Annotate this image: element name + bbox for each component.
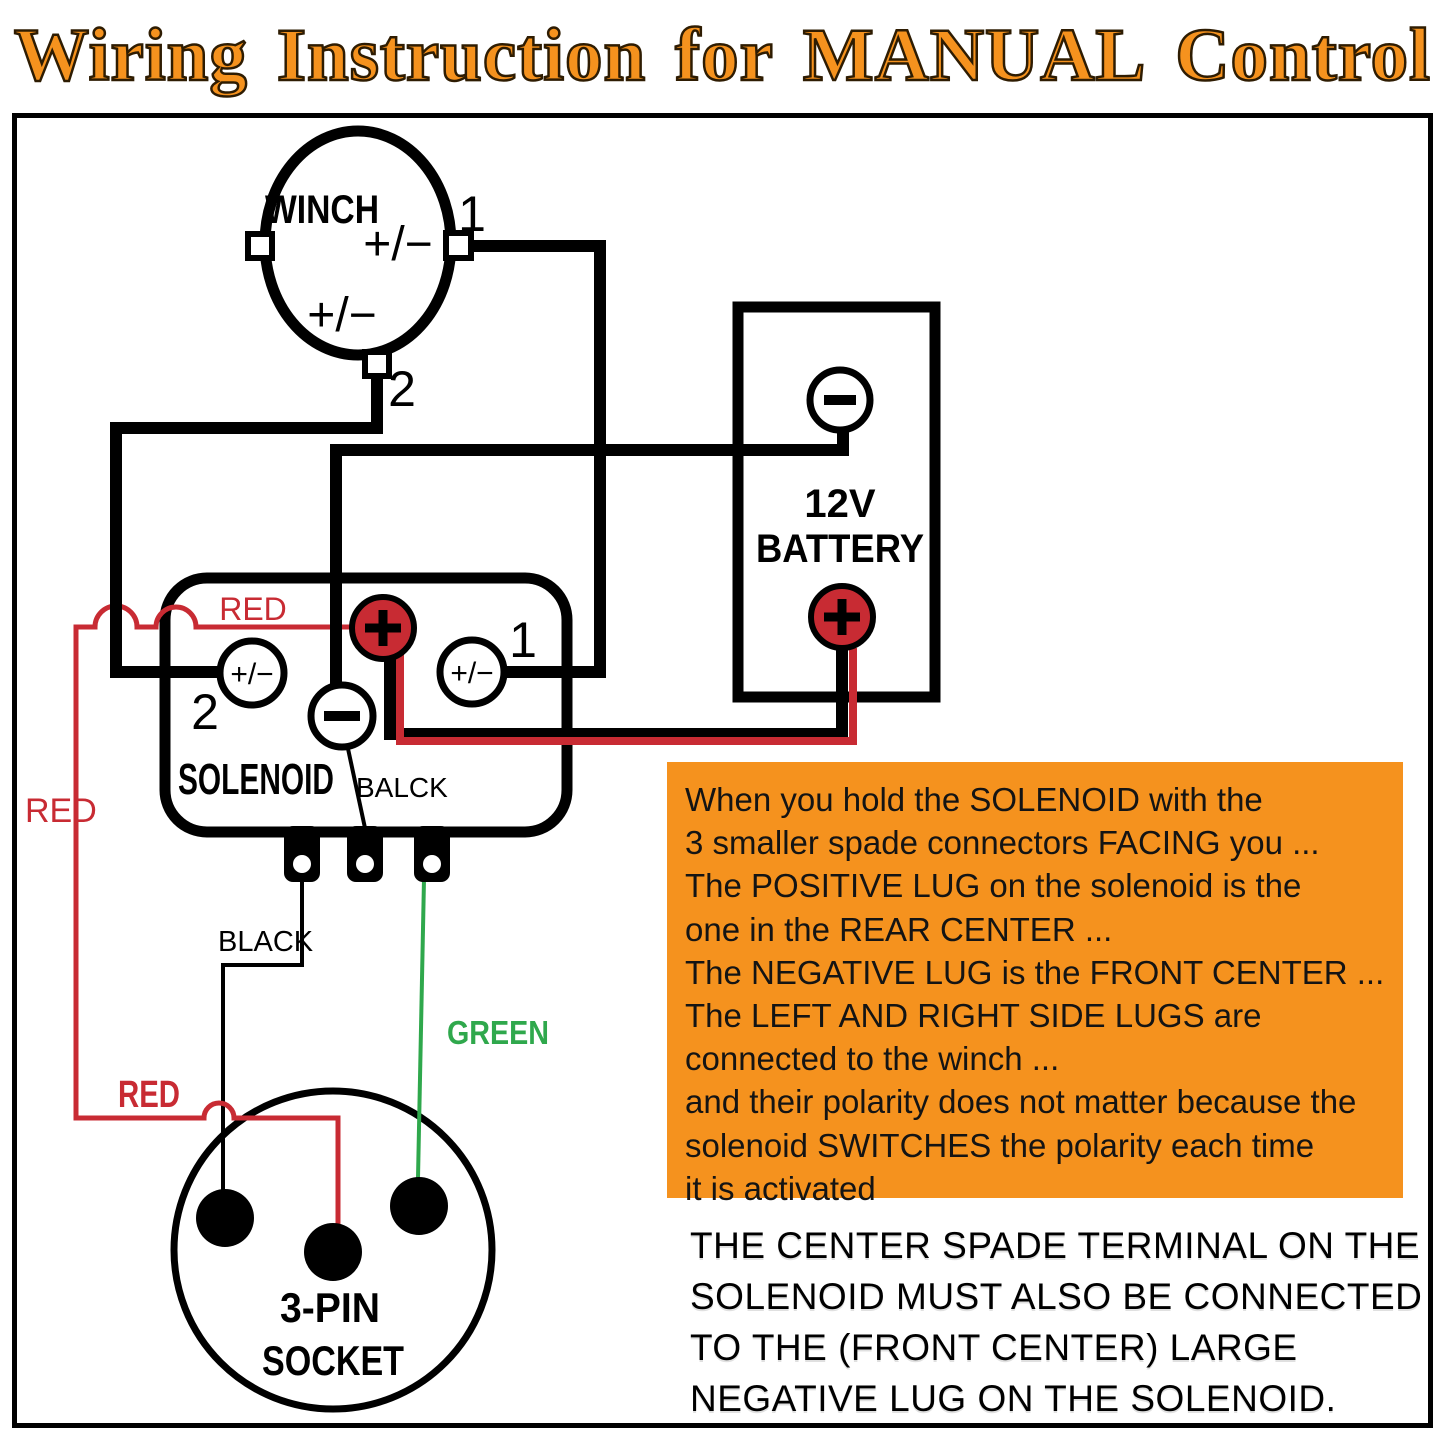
title-word: Wiring (13, 13, 248, 99)
socket-pin-middle (304, 1223, 362, 1281)
solenoid-terminal-2 (216, 637, 288, 709)
spade-hole (293, 855, 311, 873)
instruction-box: When you hold the SOLENOID with the 3 sm… (667, 762, 1403, 1207)
title-word: Instruction (276, 13, 647, 99)
battery-minus-terminal (806, 366, 874, 434)
plus-icon (365, 610, 401, 646)
instruction-line: When you hold the SOLENOID with the (685, 781, 1263, 818)
bottom-note: THE CENTER SPADE TERMINAL ON THE SOLENOI… (690, 1220, 1422, 1424)
solenoid-terminal-1 (436, 636, 508, 708)
black-wire-label: BLACK (218, 926, 314, 958)
plus-icon (824, 599, 860, 635)
solenoid-plus-terminal (349, 594, 417, 662)
positive-wire-red (396, 648, 857, 745)
solenoid-red-label: RED (219, 591, 287, 627)
battery-volts: 12V (804, 482, 875, 526)
instruction-line: The NEGATIVE LUG is the FRONT CENTER ... (685, 953, 1385, 991)
instruction-line: solenoid SWITCHES the polarity each time (685, 1126, 1315, 1164)
winch-label: WINCH (265, 188, 379, 232)
red-wire-label-lower: RED (118, 1074, 180, 1116)
page-title: Wiring Instruction for MANUAL Control (0, 4, 1445, 108)
positive-wire-black (384, 645, 848, 740)
battery-label: BATTERY (756, 527, 924, 571)
negative-wire (330, 428, 849, 700)
instruction-line: 3 smaller spade connectors FACING you ..… (685, 824, 1320, 862)
socket-pin-left (196, 1189, 254, 1247)
bottom-note-line: TO THE (FRONT CENTER) LARGE (690, 1327, 1298, 1368)
solenoid-terminal1-label: 1 (509, 612, 537, 668)
winch-terminal2-label: 2 (388, 361, 416, 417)
solenoid-balck-label: BALCK (356, 772, 448, 803)
spade-middle (347, 826, 383, 882)
instruction-line: connected to the winch ... (685, 1040, 1060, 1078)
socket-pin-right (390, 1177, 448, 1235)
battery-plus-terminal (808, 583, 876, 651)
instruction-line: and their polarity does not matter becau… (685, 1083, 1357, 1121)
solenoid-spades (284, 826, 450, 882)
solenoid-terminal2-label: 2 (191, 684, 219, 740)
solenoid-minus-terminal (307, 681, 377, 751)
green-wire (416, 878, 426, 1179)
title-word: MANUAL (802, 13, 1147, 99)
bottom-note-line: NEGATIVE LUG ON THE SOLENOID. (690, 1378, 1337, 1419)
green-wire-label: GREEN (447, 1014, 549, 1051)
solenoid-polarity1: +/− (450, 657, 493, 690)
spade-right (414, 826, 450, 882)
bottom-note-line: THE CENTER SPADE TERMINAL ON THE (690, 1225, 1421, 1266)
instruction-line: one in the REAR CENTER ... (685, 910, 1113, 948)
title-word: Control (1174, 13, 1431, 99)
winch-polarity-right: +/− (363, 218, 432, 271)
spade-hole (423, 855, 441, 873)
instruction-line: The POSITIVE LUG on the solenoid is the (685, 867, 1302, 905)
instruction-line: The LEFT AND RIGHT SIDE LUGS are (685, 997, 1262, 1035)
red-wire-label-left: RED (25, 792, 97, 830)
winch2-wire (110, 372, 383, 678)
winch-polarity-bottom: +/− (307, 289, 376, 342)
spade-left (284, 826, 320, 882)
diagram-border (12, 113, 1433, 1428)
winch1-wire (471, 240, 606, 678)
black-wire (221, 879, 304, 1192)
winch-terminal-left (245, 231, 275, 261)
socket-label-line1: 3-PIN (280, 1284, 380, 1331)
bottom-note-line: SOLENOID MUST ALSO BE CONNECTED (690, 1276, 1423, 1317)
title-word: for (674, 13, 774, 99)
winch-terminal1-label: 1 (458, 186, 486, 242)
winch-terminal-2 (362, 349, 392, 379)
solenoid-label: SOLENOID (178, 755, 334, 804)
socket-label-line2: SOCKET (262, 1337, 404, 1384)
solenoid-polarity2: +/− (230, 658, 273, 691)
winch-terminal-1 (443, 230, 474, 261)
spade-hole (356, 855, 374, 873)
instruction-line: it is activated (685, 1169, 876, 1207)
balck-pointer-line (345, 743, 370, 843)
